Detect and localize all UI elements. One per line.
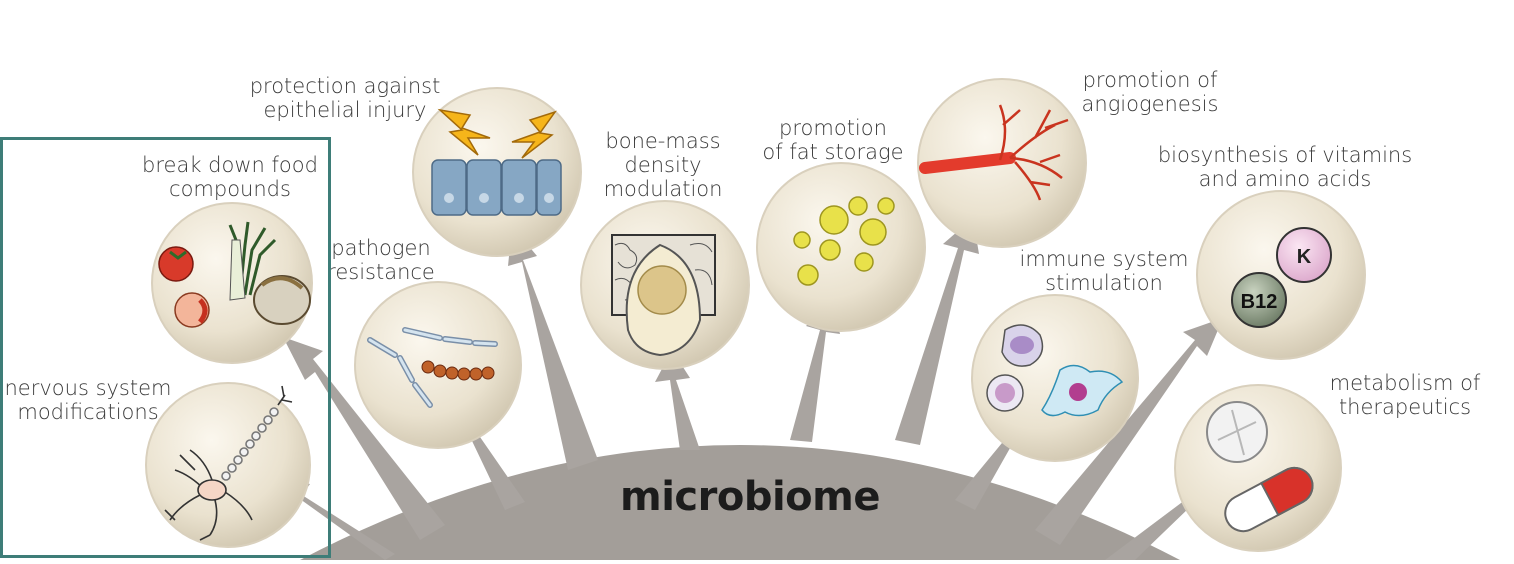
microbiome-mound <box>300 445 1180 560</box>
epithelium-icon <box>431 108 562 216</box>
lightning-icon <box>437 108 491 156</box>
arrow-bone <box>655 350 700 450</box>
vitamin-b12-label: B12 <box>1241 291 1278 313</box>
vitamins-icon: K B12 <box>1231 227 1332 328</box>
ball-vitamins <box>1196 190 1366 360</box>
arrow-food <box>283 337 445 540</box>
pills-icon <box>1206 401 1314 533</box>
ball-fat <box>756 162 926 332</box>
node-balls <box>145 78 1366 552</box>
highlight-frame <box>0 137 331 558</box>
food-icon <box>158 221 311 328</box>
fat-droplets-icon <box>793 196 895 286</box>
blood-vessel-icon <box>919 104 1069 201</box>
arrow-vitamins <box>1035 318 1223 545</box>
arrow-fat <box>790 300 840 442</box>
neuron-icon <box>164 385 293 541</box>
arrow-epithelial <box>508 226 598 470</box>
arrow-angio <box>895 218 979 445</box>
bacteria-icon <box>367 327 498 408</box>
bone-icon <box>611 234 716 357</box>
vitamin-k-label: K <box>1297 246 1312 268</box>
immune-cells-icon <box>986 324 1124 417</box>
center-label-microbiome: microbiome <box>620 474 880 520</box>
